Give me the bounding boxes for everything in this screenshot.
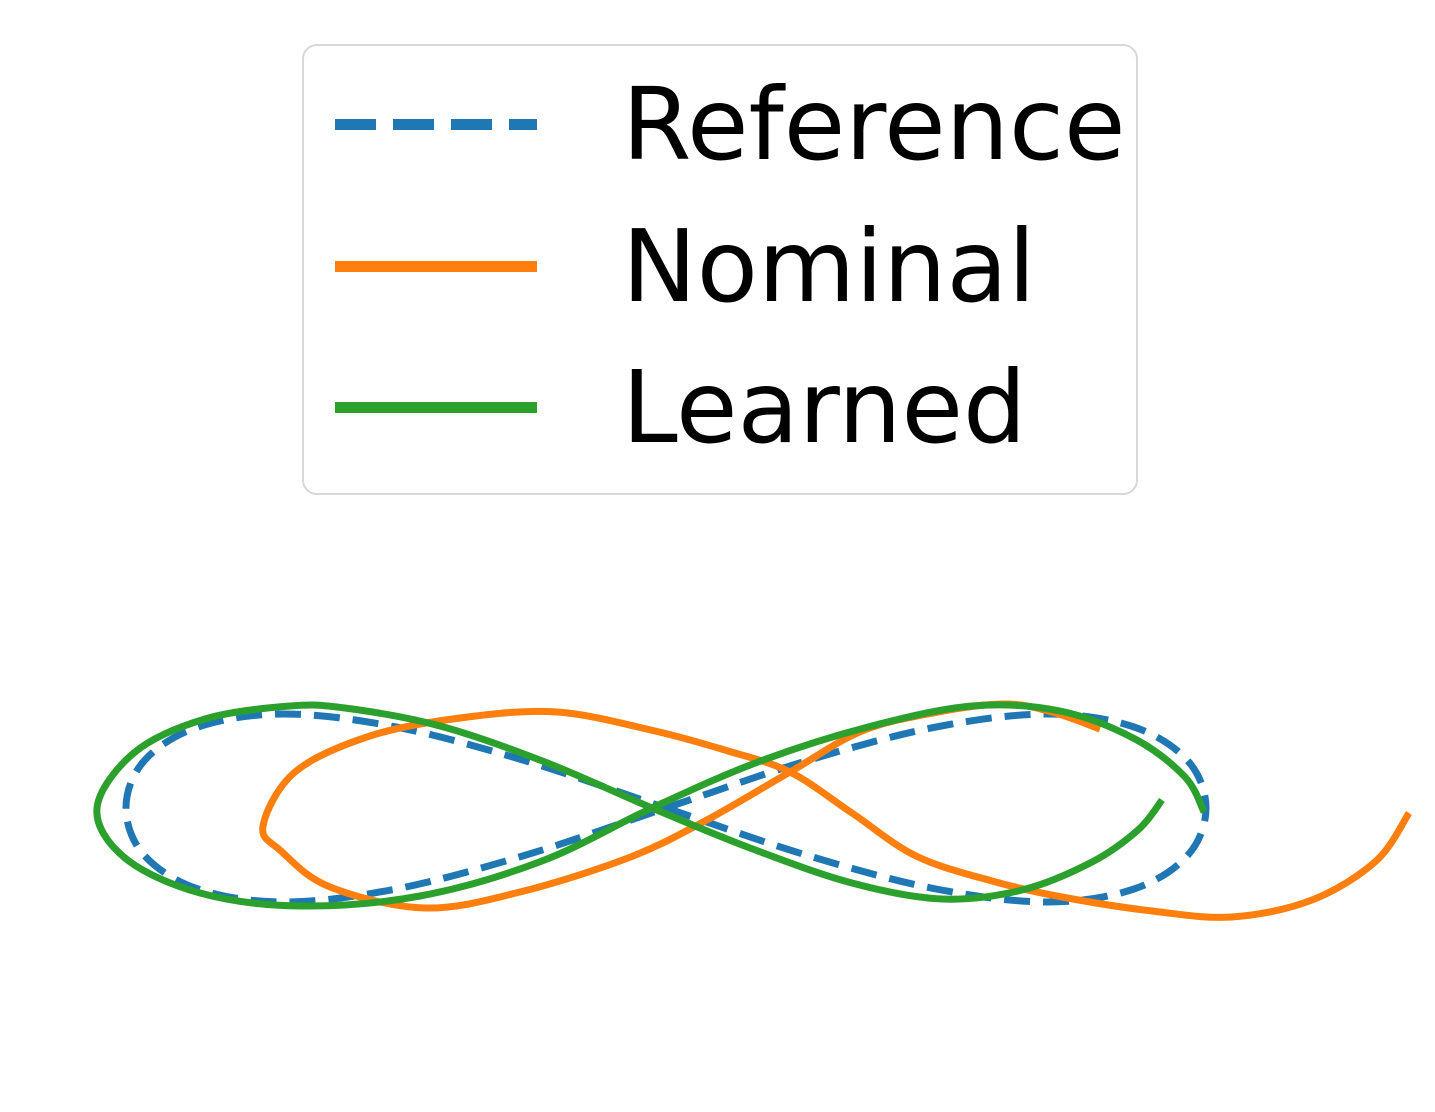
legend-label: Learned — [622, 348, 1027, 466]
nominal-curve — [259, 700, 1412, 921]
legend-label: Reference — [622, 65, 1126, 183]
legend-entry-learned: Learned — [304, 342, 1136, 472]
reference-curve — [122, 710, 1210, 906]
legend-line-nominal — [335, 260, 537, 272]
legend-line-learned — [335, 401, 537, 413]
legend-entry-reference: Reference — [304, 59, 1136, 189]
legend-label: Nominal — [622, 207, 1036, 325]
legend-entry-nominal: Nominal — [304, 201, 1136, 331]
legend-box: Reference Nominal Learned — [302, 44, 1138, 495]
legend-line-reference — [335, 118, 537, 130]
learned-curve — [93, 701, 1208, 910]
